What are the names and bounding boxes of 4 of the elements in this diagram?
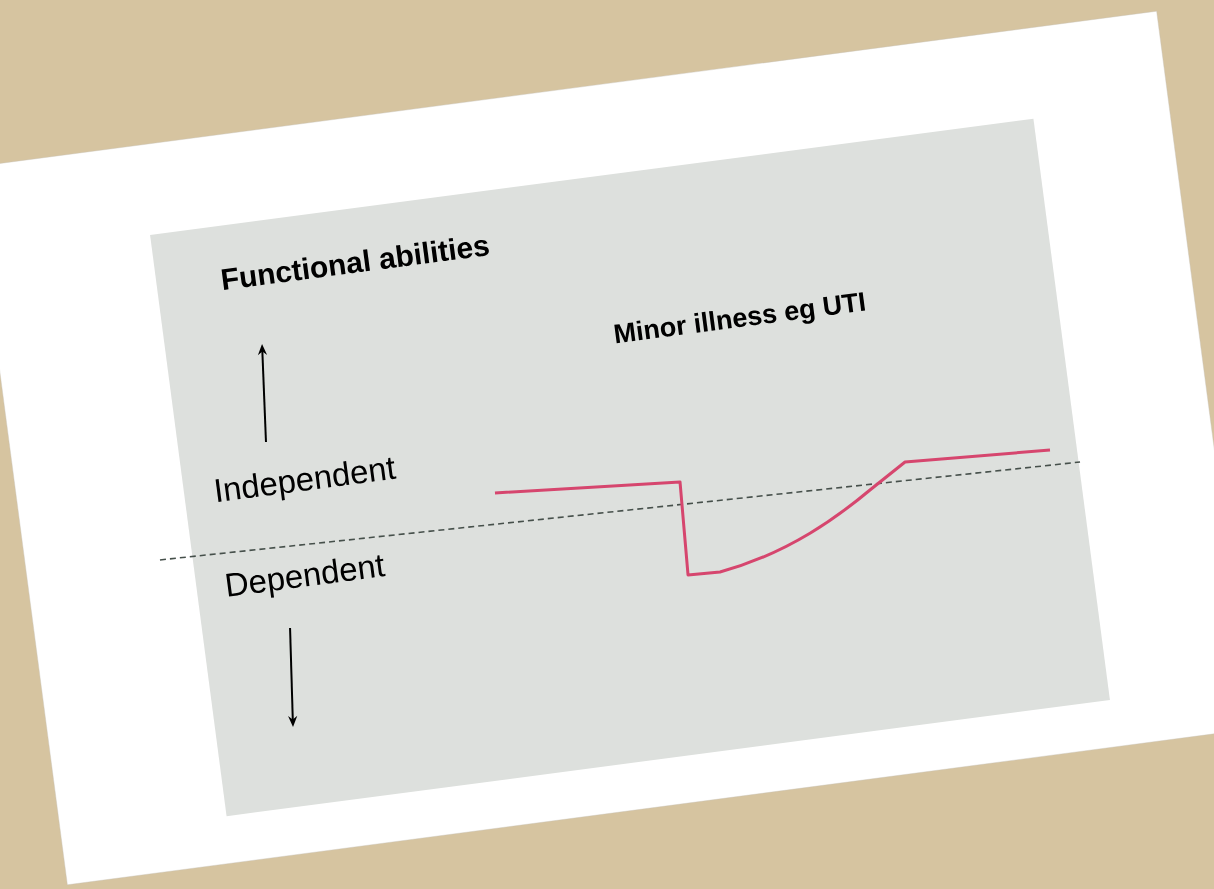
axis-label: Dependent	[226, 555, 386, 598]
annotation: Minor illness eg UTI	[614, 292, 866, 344]
axis-label: Functional abilities	[221, 238, 489, 290]
axis-label: Independent	[215, 457, 397, 502]
